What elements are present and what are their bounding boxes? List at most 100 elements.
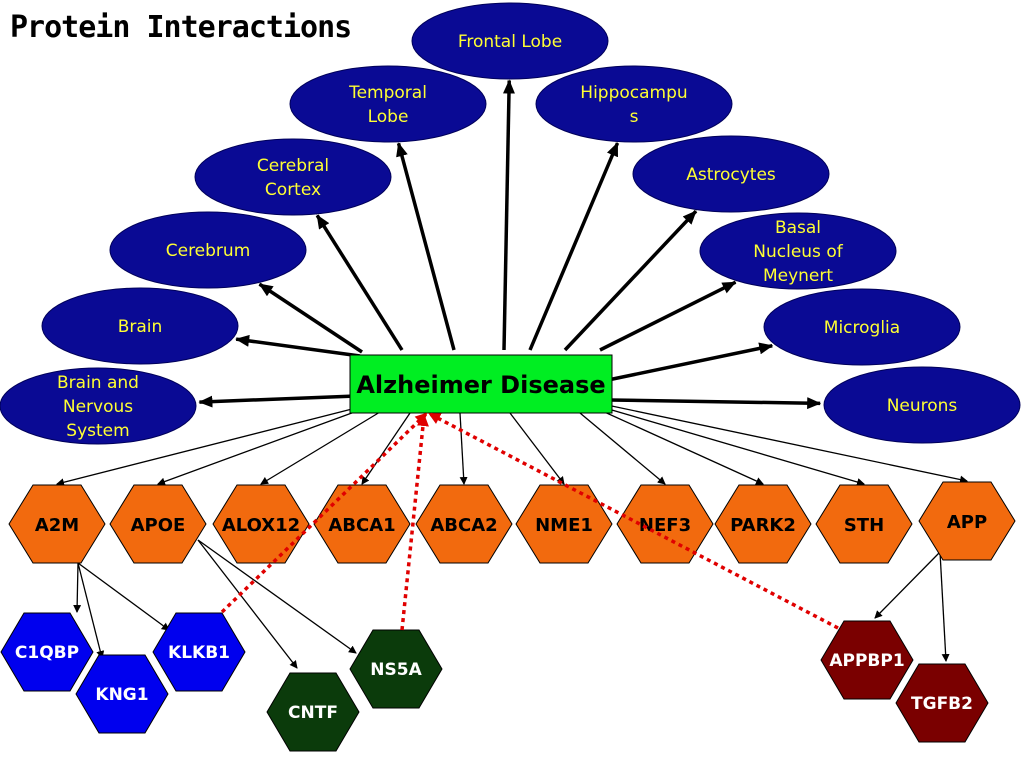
link-gene-a2m — [56, 407, 357, 487]
link-gene-app — [606, 404, 968, 484]
gene-label: A2M — [35, 515, 79, 536]
link-frontal-lobe — [502, 79, 515, 351]
tissue-ellipse — [41, 287, 239, 365]
interactor-hexagon — [349, 629, 443, 709]
tissue-label: s — [630, 107, 639, 127]
interactor-label: KNG1 — [95, 685, 148, 705]
gene-hexagon — [515, 484, 613, 564]
interactor-label: NS5A — [370, 660, 422, 680]
interactor-hexagon — [75, 654, 169, 734]
tissue-label: Meynert — [763, 266, 833, 286]
link-microglia — [607, 342, 774, 382]
tissue-ellipse — [194, 138, 392, 216]
link-hippocampus — [528, 142, 620, 351]
link-brain — [235, 334, 361, 358]
tissue-label: Brain — [118, 317, 163, 337]
gene-label: ABCA2 — [430, 515, 497, 536]
tissue-label: Hippocampu — [580, 83, 687, 103]
link-brain-nervous — [198, 394, 357, 408]
gene-label: STH — [844, 515, 884, 536]
gene-node-nef3[interactable]: NEF3 — [616, 484, 714, 564]
tissue-label: Brain and — [57, 373, 139, 393]
interactor-hexagon — [152, 612, 246, 692]
tissue-label: System — [66, 421, 129, 441]
interactor-node-ns5a[interactable]: NS5A — [349, 629, 443, 709]
tissue-microglia[interactable]: Microglia — [763, 288, 961, 366]
interactor-label: C1QBP — [15, 643, 79, 663]
tissue-label: Astrocytes — [686, 165, 776, 185]
interactor-node-tgfb2[interactable]: TGFB2 — [895, 663, 989, 743]
interactor-label: TGFB2 — [911, 694, 973, 714]
page-title: Protein Interactions — [10, 10, 352, 45]
center-label: Alzheimer Disease — [356, 371, 605, 399]
link-gene-nef3 — [579, 412, 666, 485]
tissue-ellipse — [632, 135, 830, 213]
tissue-label: Lobe — [368, 107, 409, 127]
gene-hexagon — [616, 484, 714, 564]
interactor-label: APPBP1 — [829, 651, 904, 671]
interactor-node-appbp1[interactable]: APPBP1 — [820, 620, 914, 700]
tissue-ellipse — [823, 366, 1021, 444]
gene-node-park2[interactable]: PARK2 — [714, 484, 812, 564]
gene-hexagon — [415, 484, 513, 564]
gene-node-abca1[interactable]: ABCA1 — [313, 484, 411, 564]
gene-label: APOE — [131, 515, 186, 536]
tissue-astrocytes[interactable]: Astrocytes — [632, 135, 830, 213]
tissue-label: Cerebral — [257, 156, 329, 176]
interactor-node-cntf[interactable]: CNTF — [266, 672, 360, 752]
link-gene-apoe — [157, 409, 361, 486]
link-sub-tgfb2 — [939, 551, 950, 662]
tissue-cerebrum[interactable]: Cerebrum — [109, 211, 307, 289]
gene-node-app[interactable]: APP — [918, 481, 1016, 561]
link-sub-klkb1 — [77, 562, 170, 631]
link-sub-c1qbp — [73, 562, 82, 613]
tissue-hippocampus[interactable]: Hippocampu s — [535, 65, 733, 143]
link-sub-appbp1 — [874, 551, 941, 619]
gene-hexagon — [313, 484, 411, 564]
gene-label: ABCA1 — [328, 515, 395, 536]
tissue-label: Microglia — [824, 318, 900, 338]
interactor-hexagon — [266, 672, 360, 752]
gene-hexagon — [815, 484, 913, 564]
center-box — [349, 354, 613, 414]
link-gene-alox12 — [260, 411, 381, 485]
tissue-ellipse — [289, 65, 487, 143]
gene-node-apoe[interactable]: APOE — [109, 484, 207, 564]
link-sub-cntf — [197, 539, 298, 669]
gene-hexagon — [109, 484, 207, 564]
interactor-node-klkb1[interactable]: KLKB1 — [152, 612, 246, 692]
tissue-label: Cortex — [265, 180, 321, 200]
gene-node-abca2[interactable]: ABCA2 — [415, 484, 513, 564]
gene-label: APP — [947, 512, 987, 533]
tissue-label: Frontal Lobe — [458, 32, 562, 52]
tissue-ellipse — [109, 211, 307, 289]
link-gene-nme1 — [509, 412, 565, 485]
tissue-label: Neurons — [887, 396, 958, 416]
gene-node-alox12[interactable]: ALOX12 — [212, 484, 310, 564]
tissue-frontal-lobe[interactable]: Frontal Lobe — [411, 2, 609, 80]
tissue-brain[interactable]: Brain — [41, 287, 239, 365]
gene-node-nme1[interactable]: NME1 — [515, 484, 613, 564]
link-gene-sth — [604, 407, 865, 486]
interactor-hexagon — [895, 663, 989, 743]
gene-hexagon — [212, 484, 310, 564]
interactor-hexagon — [820, 620, 914, 700]
gene-node-sth[interactable]: STH — [815, 484, 913, 564]
gene-node-a2m[interactable]: A2M — [8, 484, 106, 564]
tissue-neurons[interactable]: Neurons — [823, 366, 1021, 444]
interactor-node-kng1[interactable]: KNG1 — [75, 654, 169, 734]
interactor-node-c1qbp[interactable]: C1QBP — [0, 612, 94, 692]
link-neurons — [609, 397, 822, 410]
center-node-alzheimer[interactable]: Alzheimer Disease — [349, 354, 613, 414]
tissue-ellipse — [699, 212, 897, 290]
interactor-label: CNTF — [288, 703, 338, 723]
dotted-link-ns5a — [400, 414, 429, 631]
gene-hexagon — [918, 481, 1016, 561]
gene-label: NME1 — [535, 515, 593, 536]
tissue-ellipse — [763, 288, 961, 366]
